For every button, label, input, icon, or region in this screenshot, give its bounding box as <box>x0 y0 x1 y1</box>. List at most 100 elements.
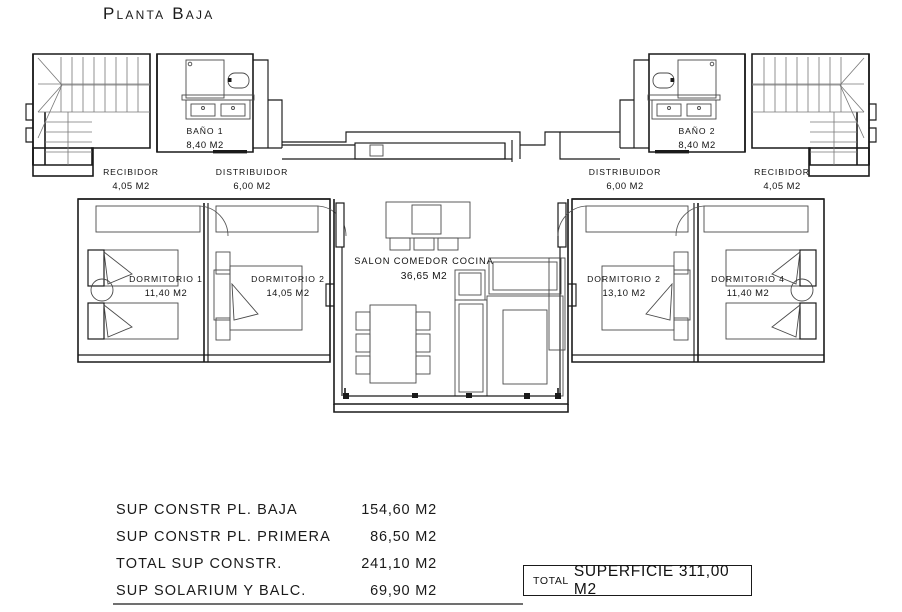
nightstand-bottom-d2r <box>673 317 689 341</box>
nightstand-d1 <box>90 278 114 302</box>
pillow-lower-d1 <box>87 302 105 340</box>
stair-winder-fan <box>37 57 150 139</box>
bed-fan-d2l <box>231 282 259 321</box>
vanity-cabinet-2 <box>651 99 717 120</box>
counter-sink <box>369 144 384 157</box>
bano-2-name: BAÑO 2 <box>679 126 716 136</box>
nightstand-top-d2r <box>673 251 689 275</box>
nightstand-d4 <box>790 278 814 302</box>
sofa-right <box>548 257 566 351</box>
bed-fan-upper-d4 <box>771 250 801 285</box>
bano-1-door <box>213 150 247 154</box>
right-wing: DORMITORIO 2 13,10 M2 DORMITORIO 4 11,40… <box>557 53 877 363</box>
stair-winder-fan-right <box>752 57 865 139</box>
page-title: Planta Baja <box>103 4 215 23</box>
chair-l2 <box>355 333 371 353</box>
total-text: SUPERFICIE 311,00 M2 <box>573 562 730 598</box>
door-swing-d2r <box>557 205 587 237</box>
summary-row: SUP CONSTR PL. PRIMERA 86,50 M2 <box>116 529 436 545</box>
bed-fan-lower-d4 <box>771 303 801 338</box>
summary-label: SUP SOLARIUM Y BALC. <box>116 583 306 599</box>
shower-fixture <box>185 59 225 99</box>
salon-area: 36,65 M2 <box>401 271 447 282</box>
headboard-d2r <box>673 269 691 321</box>
dormitorio-2-left-room: DORMITORIO 2 14,05 M2 <box>213 205 347 341</box>
pillow-lower-d4 <box>799 302 817 340</box>
summary-label: SUP CONSTR PL. BAJA <box>116 502 298 518</box>
chair-r2 <box>415 333 431 353</box>
nightstand-bottom-d2l <box>215 317 231 341</box>
stair-treads-lower-right <box>810 112 857 165</box>
recibidor-left-name: RECIBIDOR <box>103 167 159 177</box>
dormitorio-2-right-area: 13,10 M2 <box>602 287 645 298</box>
bano-1-area: 8,40 M2 <box>186 139 223 150</box>
dormitorio-1-room: DORMITORIO 1 11,40 M2 <box>87 205 229 340</box>
dormitorio-2-right-room: DORMITORIO 2 13,10 M2 <box>557 205 691 341</box>
dining-table <box>369 304 417 384</box>
living-set <box>454 257 566 397</box>
total-prefix: TOTAL <box>533 574 569 587</box>
bano-1-name: BAÑO 1 <box>187 126 224 136</box>
sideboard <box>488 257 562 295</box>
bano-2-door <box>655 150 689 154</box>
stair-treads-upper <box>38 57 150 113</box>
vanity-counter-2 <box>647 94 721 101</box>
stool-3 <box>437 237 459 251</box>
sofa-left <box>454 299 488 397</box>
stair-treads-lower <box>45 112 92 165</box>
summary-row: SUP CONSTR PL. BAJA 154,60 M2 <box>116 502 437 518</box>
bano-2-area: 8,40 M2 <box>678 139 715 150</box>
wardrobe-d1 <box>95 205 201 233</box>
bano-2-room <box>647 53 746 154</box>
dormitorio-4-area: 11,40 M2 <box>727 287 769 298</box>
dormitorio-4-room: DORMITORIO 4 11,40 M2 <box>675 205 817 340</box>
chair-l1 <box>355 311 371 331</box>
salon-left-jamb <box>335 202 345 248</box>
dormitorio-4-name: DORMITORIO 4 <box>711 274 785 284</box>
dormitorio-1-area: 11,40 M2 <box>145 287 187 298</box>
pillow-upper-d1 <box>87 249 105 287</box>
stool-2 <box>413 237 435 251</box>
side-table <box>458 272 482 296</box>
total-superficie-box: TOTAL SUPERFICIE 311,00 M2 <box>523 562 752 598</box>
chair-r3 <box>415 355 431 375</box>
summary-value: 241,10 M2 <box>361 556 437 572</box>
dining-set <box>355 304 431 384</box>
bed-d2r <box>601 265 675 331</box>
left-bedrooms-envelope <box>77 198 331 363</box>
left-staircase <box>25 53 151 177</box>
dormitorio-2-right-name: DORMITORIO 2 <box>587 274 661 284</box>
distribuidor-left-name: DISTRIBUIDOR <box>216 167 288 177</box>
distribuidor-right-name: DISTRIBUIDOR <box>589 167 661 177</box>
summary-value: 154,60 M2 <box>361 502 437 518</box>
kitchen-island <box>385 201 471 251</box>
salon-name: SALON COMEDOR COCINA <box>354 256 493 266</box>
door-swing-d1 <box>199 205 229 237</box>
chair-r1 <box>415 311 431 331</box>
bed-fan-lower-d1 <box>103 303 133 338</box>
bed-d2l <box>229 265 303 331</box>
recibidor-left-area: 4,05 M2 <box>112 180 149 191</box>
bed-fan-upper-d1 <box>103 250 133 285</box>
vanity-cabinet <box>185 99 251 120</box>
sink-left <box>190 103 216 117</box>
sink-right <box>220 103 246 117</box>
wardrobe-d2l <box>215 205 319 233</box>
right-staircase <box>751 53 877 177</box>
summary-row: TOTAL SUP CONSTR. 241,10 M2 <box>116 556 437 572</box>
hob-sink <box>411 204 442 235</box>
wardrobe-d2r <box>585 205 689 233</box>
terrace-railing <box>343 388 561 399</box>
recibidor-right-name: RECIBIDOR <box>754 167 810 177</box>
salon-right-jamb <box>557 202 567 248</box>
vanity-counter <box>181 94 255 101</box>
right-bedrooms-envelope <box>571 198 825 363</box>
nightstand-top-d2l <box>215 251 231 275</box>
distribuidor-right-area: 6,00 M2 <box>606 180 643 191</box>
sink-right-2 <box>686 103 712 117</box>
dormitorio-1-name: DORMITORIO 1 <box>129 274 203 284</box>
summary-value: 69,90 M2 <box>370 583 437 599</box>
bano-1-room <box>156 53 255 154</box>
